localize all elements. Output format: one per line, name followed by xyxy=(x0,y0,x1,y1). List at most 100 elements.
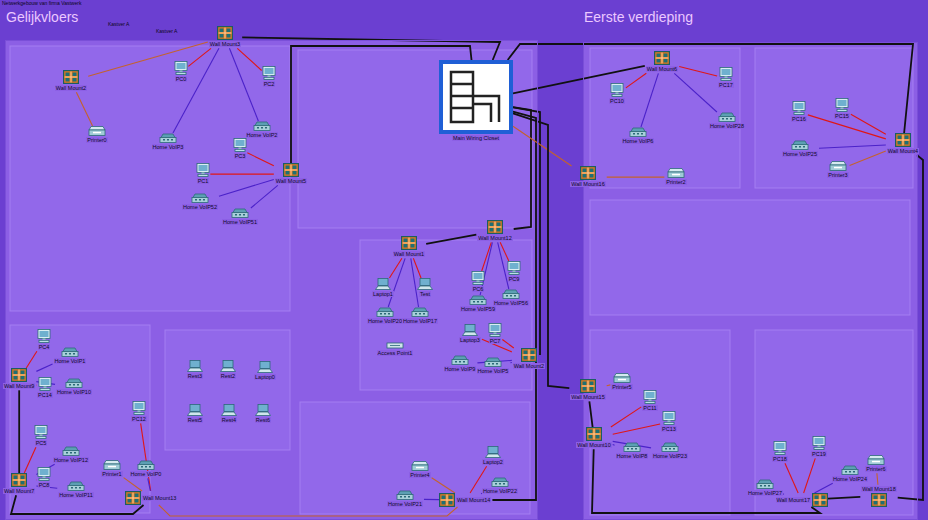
pc-icon xyxy=(719,67,733,81)
device-label: PC18 xyxy=(772,456,788,462)
device-label: Wall Mount4 xyxy=(887,148,919,154)
device-label: Home VoIP52 xyxy=(182,204,218,210)
device-label: PC13 xyxy=(661,426,677,432)
network-cable xyxy=(513,107,531,229)
device-laptop: Laptop3 xyxy=(458,324,482,344)
room-area xyxy=(10,46,290,311)
printer-icon xyxy=(103,460,121,470)
wall-mount: Wall Mount7 xyxy=(2,473,36,495)
network-cable xyxy=(88,42,208,76)
device-label: PC0 xyxy=(175,76,188,82)
device-label: Printer1 xyxy=(101,471,122,477)
network-cable xyxy=(613,424,660,434)
device-label: Wall Mount6 xyxy=(646,66,678,72)
device-laptop: Test xyxy=(417,278,433,298)
printer-icon xyxy=(88,126,106,136)
device-label: Rest3 xyxy=(187,373,203,379)
device-label: PC16 xyxy=(791,116,807,122)
room-area xyxy=(298,50,532,228)
pc-icon xyxy=(38,377,52,391)
device-pc: PC5 xyxy=(34,425,49,447)
pc-icon xyxy=(471,271,485,285)
device-pc: PC0 xyxy=(174,61,189,83)
wall-mount-icon xyxy=(11,368,27,382)
device-voip: Home VoIP21 xyxy=(386,490,424,508)
voip-icon xyxy=(661,442,679,452)
wall-mount: Wall Mount6 xyxy=(645,51,679,73)
network-cable xyxy=(513,126,572,166)
network-cable xyxy=(589,401,592,427)
device-voip: Home VoIP8 xyxy=(615,442,650,460)
device-label: Home VoIP56 xyxy=(493,300,529,306)
device-label: PC3 xyxy=(234,153,247,159)
device-label: Wall Mount16 xyxy=(570,181,605,187)
network-cable xyxy=(626,73,646,88)
network-cable xyxy=(36,385,37,386)
device-label: Home VoIP59 xyxy=(460,306,496,312)
laptop-icon xyxy=(220,360,236,372)
device-label: Home VoIP28 xyxy=(709,123,745,129)
wall-mount: Wall Mount15 xyxy=(569,379,606,401)
device-voip: Home VoIP9 xyxy=(443,355,478,373)
room-area xyxy=(300,402,530,514)
cable-label: Netwerkgebouw van firma Vastwerk xyxy=(2,1,81,7)
device-label: Home VoIP12 xyxy=(53,457,89,463)
device-voip: Home VoIP10 xyxy=(55,378,93,396)
pc-icon xyxy=(196,163,210,177)
wall-mount-icon xyxy=(654,51,670,65)
device-label: PC15 xyxy=(834,113,850,119)
wall-mount-icon xyxy=(812,493,828,507)
network-cable xyxy=(411,258,419,307)
device-label: Main Wiring Closet xyxy=(452,135,500,141)
device-label: Home VoIP5 xyxy=(477,368,510,374)
device-printer: Printer0 xyxy=(85,126,108,144)
pc-icon xyxy=(37,329,51,343)
room-area xyxy=(755,330,913,515)
device-label: PC14 xyxy=(37,392,53,398)
device-pc: PC19 xyxy=(810,436,828,458)
device-pc: PC15 xyxy=(833,98,851,120)
wall-mount-icon xyxy=(487,220,503,234)
laptop-icon xyxy=(417,278,433,290)
voip-icon xyxy=(159,133,177,143)
network-cable xyxy=(432,478,455,493)
device-pc: PC2 xyxy=(262,66,277,88)
device-laptop: Laptop0 xyxy=(253,361,277,381)
network-cable xyxy=(76,92,92,126)
device-voip: Home VoIP0 xyxy=(129,460,164,478)
voip-icon xyxy=(791,140,809,150)
network-cable xyxy=(389,258,401,278)
voip-icon xyxy=(718,112,736,122)
device-label: Home VoIP1 xyxy=(54,358,87,364)
network-cable xyxy=(24,447,36,473)
device-pc: PC7 xyxy=(488,323,503,345)
network-cable xyxy=(828,497,860,499)
network-cable xyxy=(674,73,717,112)
network-cable xyxy=(148,478,151,491)
network-cable xyxy=(510,362,511,363)
pc-icon xyxy=(174,61,188,75)
network-cable xyxy=(851,114,886,134)
device-label: Home VoIP20 xyxy=(367,318,403,324)
device-label: Home VoIP51 xyxy=(222,219,258,225)
device-laptop: Rest4 xyxy=(220,404,238,424)
laptop-icon xyxy=(187,404,203,416)
device-pc: PC18 xyxy=(771,441,789,463)
network-cable xyxy=(611,407,641,427)
device-voip: Home VoIP25 xyxy=(781,140,819,158)
device-ap: Access Point1 xyxy=(376,341,415,357)
pc-icon xyxy=(773,441,787,455)
device-label: PC5 xyxy=(35,440,48,446)
voip-icon xyxy=(396,490,414,500)
wall-mount: Wall Mount17 xyxy=(775,493,828,507)
network-cable xyxy=(898,155,923,500)
wall-mount-icon xyxy=(439,493,455,507)
closet-icon xyxy=(439,60,513,134)
device-pc: PC3 xyxy=(233,138,248,160)
network-cable xyxy=(513,113,569,388)
device-label: Home VoIP2 xyxy=(246,132,279,138)
printer-icon xyxy=(411,461,429,471)
pc-icon xyxy=(132,401,146,415)
voip-icon xyxy=(191,193,209,203)
device-label: Home VoIP23 xyxy=(652,453,688,459)
